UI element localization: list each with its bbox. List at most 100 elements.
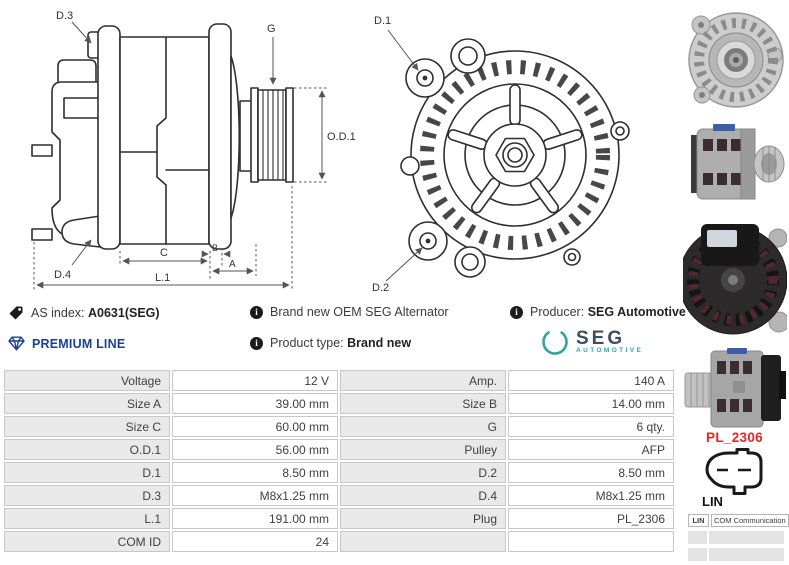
pin-table-placeholder-row [688,531,784,544]
spec-label: Amp. [340,370,506,391]
pulley-grooves [257,89,287,181]
seg-logo-subtitle: AUTOMOTIVE [576,347,644,354]
diamond-icon [8,336,25,351]
pin-placeholder-cell [709,531,784,544]
stator-body [119,36,210,245]
spec-label: COM ID [4,531,170,552]
pin-table-row: LIN COM Communication [688,514,789,527]
product-type-label: Product type: [270,336,344,350]
product-photos-column: PL_2306 LIN LIN COM Communication [680,0,789,564]
dim-label-g: G [267,23,276,35]
spec-value: M8x1.25 mm [172,485,338,506]
dim-label-c: C [160,247,168,259]
pin-function: COM Communication [711,514,789,527]
dim-label-b: B [212,243,218,253]
table-row: L.1 191.00 mm Plug PL_2306 [4,508,674,529]
pulley-flange-right [285,87,294,183]
as-index-row: AS index: A0631(SEG) [8,305,160,321]
table-row: D.3 M8x1.25 mm D.4 M8x1.25 mm [4,485,674,506]
as-index-value: A0631(SEG) [88,306,160,320]
dim-label-a: A [229,259,236,270]
producer-label: Producer: [530,305,585,319]
dim-label-d2: D.2 [372,282,389,294]
pin-placeholder-cell [688,548,707,561]
spec-label: D.1 [4,462,170,483]
pin-placeholder-cell [688,531,707,544]
spec-value [508,531,674,552]
front-bracket [208,23,232,250]
product-description: Brand new OEM SEG Alternator [270,305,449,319]
spec-label: Size B [340,393,506,414]
table-row: O.D.1 56.00 mm Pulley AFP [4,439,674,460]
spec-value: 8.50 mm [508,462,674,483]
premium-line-label: PREMIUM LINE [32,336,126,351]
spec-value: PL_2306 [508,508,674,529]
plug-connector-diagram [705,448,763,495]
rear-bracket [97,25,121,250]
rear-housing [51,81,101,235]
cooling-vents [420,60,610,250]
spec-value: 14.00 mm [508,393,674,414]
pin-name: LIN [688,514,709,527]
pulley-flange-left [250,87,259,183]
tag-icon [9,306,23,320]
pin-table-placeholder-row [688,548,784,561]
spec-value: 24 [172,531,338,552]
spec-label: Plug [340,508,506,529]
spec-label: D.2 [340,462,506,483]
spec-value: 191.00 mm [172,508,338,529]
dim-label-l1: L.1 [155,272,170,284]
producer-row: i Producer: SEG Automotive [510,305,686,319]
terminal-stud-top [31,144,53,157]
spec-value: AFP [508,439,674,460]
spec-value: 56.00 mm [172,439,338,460]
spec-label: Pulley [340,439,506,460]
fan-spokes [447,84,583,214]
dim-label-d1: D.1 [374,15,391,27]
table-row: COM ID 24 [4,531,674,552]
product-photo-side-pulley-right [691,124,785,200]
dim-label-d3: D.3 [56,10,73,22]
mount-ear-bottom [61,215,101,248]
plug-type-label: LIN [702,494,723,509]
spec-value: 140 A [508,370,674,391]
spec-label: L.1 [4,508,170,529]
spec-label: Size A [4,393,170,414]
seg-logo-name: SEG [576,328,626,349]
dim-label-od1: O.D.1 [327,131,356,143]
table-row: Size C 60.00 mm G 6 qty. [4,416,674,437]
fan-cone [230,55,241,219]
spec-table: Voltage 12 V Amp. 140 A Size A 39.00 mm … [2,368,676,554]
spec-value: M8x1.25 mm [508,485,674,506]
product-photo-rear-view [683,224,787,335]
table-row: Size A 39.00 mm Size B 14.00 mm [4,393,674,414]
spec-value: 60.00 mm [172,416,338,437]
spec-value: 8.50 mm [172,462,338,483]
spec-value: 39.00 mm [172,393,338,414]
dimension-diagram-side-view: D.3 G O.D.1 D.4 C B A L.1 [31,10,356,290]
product-photo-side-pulley-left [684,348,786,428]
seg-automotive-logo: SEG AUTOMOTIVE [540,327,643,357]
terminal-stud-bottom [31,228,53,241]
spec-value: 6 qty. [508,416,674,437]
info-icon: i [510,305,523,319]
table-row: Voltage 12 V Amp. 140 A [4,370,674,391]
product-photo-front-view [688,12,784,108]
spec-label: O.D.1 [4,439,170,460]
spec-label: Voltage [4,370,170,391]
pin-placeholder-cell [709,548,784,561]
spec-label [340,531,506,552]
plug-pin-table: LIN COM Communication [688,514,789,565]
spec-label: Size C [4,416,170,437]
info-icon: i [250,305,263,319]
rear-cap [57,59,97,83]
as-index-label: AS index: [31,306,85,320]
product-type-value: Brand new [347,336,412,350]
spec-label: D.3 [4,485,170,506]
info-icon: i [250,336,263,350]
table-row: D.1 8.50 mm D.2 8.50 mm [4,462,674,483]
seg-logo-circle-icon [542,329,568,355]
plug-code: PL_2306 [706,430,763,445]
spec-label: G [340,416,506,437]
producer-value: SEG Automotive [587,305,686,319]
